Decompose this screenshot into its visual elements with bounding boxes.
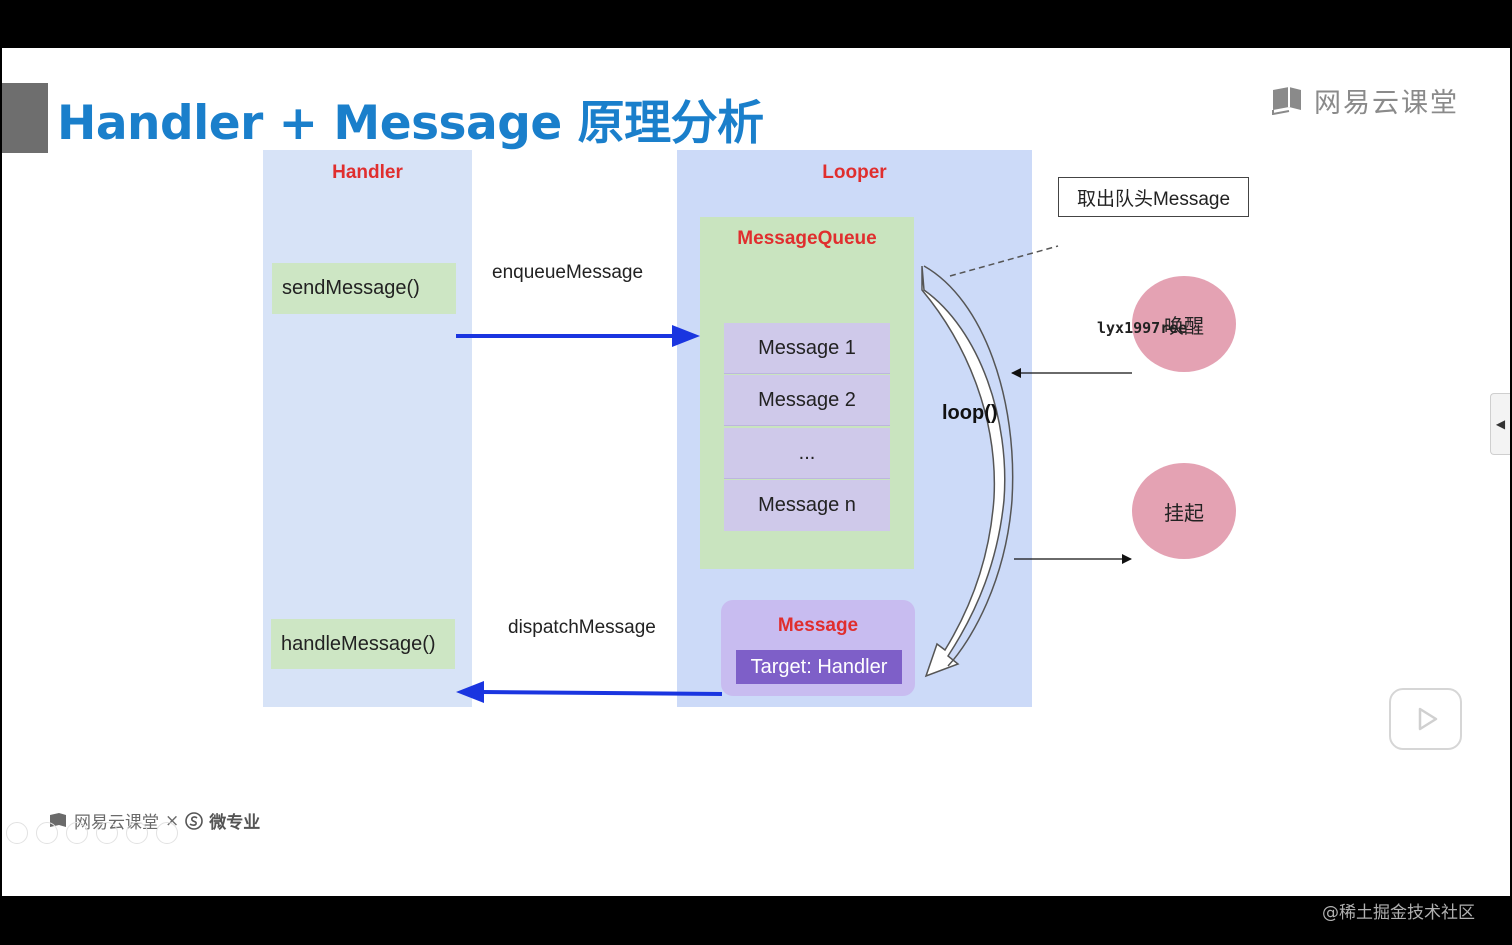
looper-panel-title: Looper <box>822 162 887 183</box>
watermark: @稀土掘金技术社区 <box>1322 903 1475 923</box>
queue-item-ellipsis: ... <box>724 428 890 479</box>
brand-name: 网易云课堂 <box>1314 87 1459 119</box>
enqueue-arrow <box>456 325 700 347</box>
next-slide-icon[interactable] <box>36 822 58 844</box>
suspend-state-circle: 挂起 <box>1132 463 1236 559</box>
dequeue-callout: 取出队头Message <box>1058 177 1249 217</box>
slides-icon[interactable] <box>96 822 118 844</box>
brand-logo: 网易云课堂 <box>1270 82 1459 119</box>
callout-connector <box>949 245 1059 277</box>
play-button[interactable] <box>1389 688 1462 750</box>
more-icon[interactable] <box>156 822 178 844</box>
slide-title: Handler + Message 原理分析 <box>57 96 764 151</box>
handler-panel-title: Handler <box>332 162 403 183</box>
dispatch-label: dispatchMessage <box>508 617 656 638</box>
zoom-icon[interactable] <box>126 822 148 844</box>
presentation-controls <box>6 822 178 844</box>
overlay-username: lyx1997ree <box>1097 319 1188 337</box>
collapse-left-icon: ◀ <box>1495 417 1506 431</box>
side-panel-toggle[interactable]: ◀ <box>1490 393 1510 455</box>
wake-state-label: 唤醒 <box>1164 313 1204 338</box>
prev-slide-icon[interactable] <box>6 822 28 844</box>
wake-state-circle: 唤醒 <box>1132 276 1236 372</box>
loop-curved-arrow <box>921 265 1014 678</box>
suspend-state-label: 挂起 <box>1164 500 1204 525</box>
dispatch-arrow <box>456 681 723 703</box>
queue-item-message-n: Message n <box>724 480 890 531</box>
title-accent-bar <box>2 83 48 153</box>
queue-item-message-2: Message 2 <box>724 375 890 426</box>
message-queue-title: MessageQueue <box>737 228 877 249</box>
footer-partner-name: 微专业 <box>209 813 261 833</box>
book-icon <box>1272 87 1301 115</box>
partner-logo-icon <box>185 811 204 830</box>
play-icon <box>1418 707 1437 731</box>
message-card-title: Message <box>777 615 859 636</box>
queue-item-message-1: Message 1 <box>724 323 890 374</box>
enqueue-label: enqueueMessage <box>492 262 644 283</box>
handler-panel: Handler <box>263 150 472 707</box>
loop-label: loop() <box>942 402 998 424</box>
book-icon <box>50 812 66 827</box>
message-target-bar: Target: Handler <box>736 650 902 684</box>
send-message-box: sendMessage() <box>272 263 456 314</box>
pen-icon[interactable] <box>66 822 88 844</box>
handle-message-box: handleMessage() <box>271 619 455 669</box>
